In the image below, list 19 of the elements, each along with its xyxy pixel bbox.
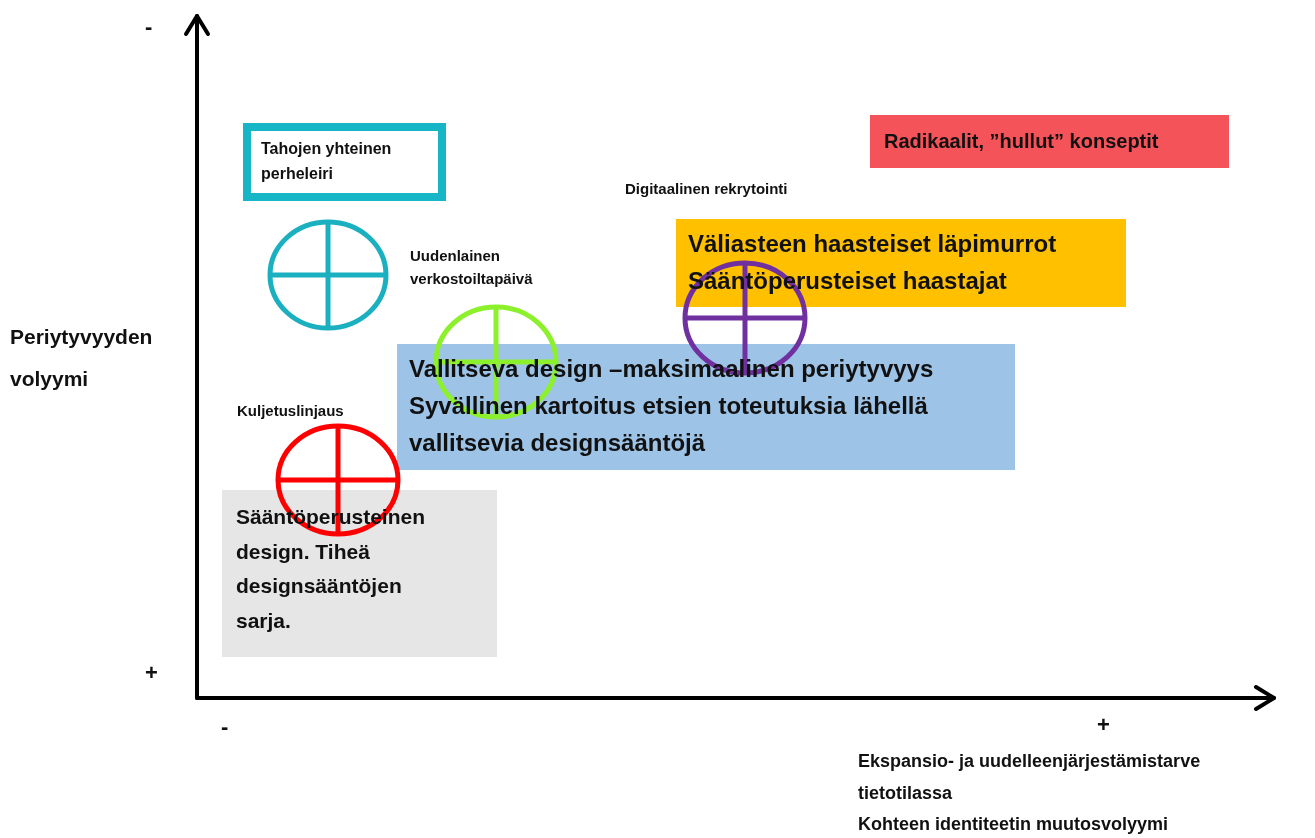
concept-box xyxy=(397,344,1015,470)
crosshair-circle xyxy=(266,218,390,332)
axis-end-sign: + xyxy=(145,660,158,687)
axis-end-sign: + xyxy=(1097,712,1110,739)
axis-end-sign: - xyxy=(145,14,153,41)
concept-text: Tahojen yhteinen perheleiri xyxy=(261,139,393,184)
concept-text: Väliasteen haasteiset läpimurrot xyxy=(688,229,1058,259)
concept-box xyxy=(870,115,1229,168)
axis-title: Ekspansio- ja uudelleenjärjestämistarve tietotilassa xyxy=(858,750,1202,806)
axis-title: Kohteen identiteetin muutosvolyymi xyxy=(858,813,1170,836)
marker-label: Digitaalinen rekrytointi xyxy=(625,179,789,199)
marker-label: Uudenlainen verkostoiltapäivä xyxy=(410,246,534,290)
concept-box xyxy=(222,490,497,657)
concept-box xyxy=(243,123,446,201)
marker-label: Kuljetuslinjaus xyxy=(237,401,345,421)
concept-text: Radikaalit, ”hullut” konseptit xyxy=(884,129,1160,154)
concept-box xyxy=(676,219,1126,307)
axis-title: Periytyvyyden volyymi xyxy=(10,324,154,392)
axis-end-sign: - xyxy=(221,714,229,741)
